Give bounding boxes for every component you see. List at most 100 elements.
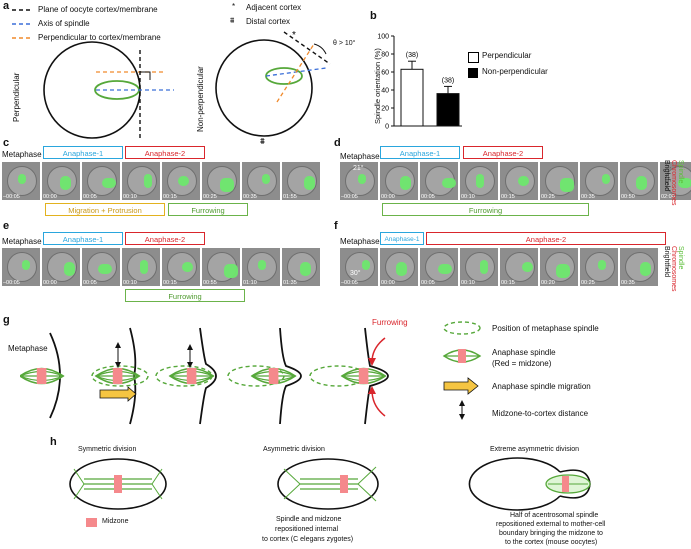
f-anaphase1: Anaphase-1 xyxy=(380,232,424,245)
e-metaphase: Metaphase xyxy=(2,237,42,246)
c-metaphase: Metaphase xyxy=(2,150,42,159)
h-midzone-label: Midzone xyxy=(102,518,129,525)
timelapse-frame: 00:35 xyxy=(242,162,280,200)
timelapse-frame: 00:15 xyxy=(500,162,538,200)
timelapse-frame: 00:35 xyxy=(580,162,618,200)
f-metaphase: Metaphase xyxy=(340,237,380,246)
y-tick-label: 80 xyxy=(381,52,389,59)
f-anaphase2: Anaphase-2 xyxy=(426,232,666,245)
d-side-spindle: Spindle xyxy=(677,160,684,184)
timelapse-frame: 00:15 xyxy=(162,248,200,286)
timelapse-frame: –00:05 xyxy=(340,248,378,286)
timelapse-frame: 00:05 xyxy=(82,248,120,286)
d-anaphase1: Anaphase-1 xyxy=(380,146,460,159)
panel-d-label: d xyxy=(334,137,341,149)
timestamp: 00:15 xyxy=(501,280,515,286)
timestamp: 02:00 xyxy=(661,194,675,200)
d-angle: 21° xyxy=(353,165,364,172)
y-tick-label: 100 xyxy=(377,34,389,41)
timestamp: 00:05 xyxy=(83,194,97,200)
perpendicular-diagram xyxy=(43,41,174,139)
panel-e-label: e xyxy=(3,220,10,232)
timestamp: 00:00 xyxy=(381,280,395,286)
c-furrowing: Furrowing xyxy=(168,203,248,216)
n-label-1: (38) xyxy=(442,77,454,84)
timelapse-frame: 00:05 xyxy=(420,162,458,200)
timestamp: 00:50 xyxy=(621,194,635,200)
timestamp: 00:35 xyxy=(243,194,257,200)
g-legend-distance: Midzone-to-cortex distance xyxy=(492,409,589,418)
timelapse-frame: 01:55 xyxy=(282,162,320,200)
timestamp: 00:15 xyxy=(163,280,177,286)
timestamp: 00:10 xyxy=(461,194,475,200)
nonperpendicular-diagram: * ⩩ xyxy=(215,30,331,145)
g-legend-migration: Anaphase spindle migration xyxy=(492,382,591,391)
timelapse-frame: 00:05 xyxy=(420,248,458,286)
timelapse-frame: 00:25 xyxy=(580,248,618,286)
timelapse-frame: 00:05 xyxy=(82,162,120,200)
timestamp: 00:35 xyxy=(621,280,635,286)
n-label-0: (38) xyxy=(406,52,418,59)
timelapse-frame: –00:05 xyxy=(2,162,40,200)
c-anaphase1: Anaphase-1 xyxy=(43,146,123,159)
d-metaphase: Metaphase xyxy=(340,152,380,161)
timelapse-frame: 00:00 xyxy=(42,162,80,200)
timelapse-frame: 00:20 xyxy=(540,248,578,286)
panel-a-label: a xyxy=(3,0,10,12)
h-title-symmetric: Symmetric division xyxy=(78,446,137,453)
spindle-migration-diagram xyxy=(20,327,389,425)
timelapse-frame: 00:25 xyxy=(540,162,578,200)
timestamp: 00:10 xyxy=(123,280,137,286)
g-furrowing: Furrowing xyxy=(372,318,408,327)
timelapse-frame: –00:05 xyxy=(340,162,378,200)
svg-text:⩩: ⩩ xyxy=(260,136,265,145)
timestamp: –00:05 xyxy=(3,194,20,200)
e-anaphase2: Anaphase-2 xyxy=(125,232,205,245)
bar-0 xyxy=(400,68,424,127)
y-tick-label: 20 xyxy=(381,106,389,113)
legend-perp-swatch xyxy=(468,52,479,63)
d-side-bf: Brightfield xyxy=(663,160,670,192)
g-legend-symbols xyxy=(442,321,482,420)
h-caption-asym-3: to cortex (C elegans zygotes) xyxy=(262,536,354,543)
timelapse-frame: 00:10 xyxy=(460,248,498,286)
legend-cortex-plane: Plane of oocyte cortex/membrane xyxy=(38,5,158,14)
timelapse-frame: 00:00 xyxy=(380,162,418,200)
h-caption-asym-2: repositioned internal xyxy=(275,526,339,533)
g-legend-anaphase-spindle: Anaphase spindle (Red = midzone) xyxy=(492,348,556,368)
timestamp: –00:05 xyxy=(341,280,358,286)
f-side-spindle: Spindle xyxy=(677,246,684,270)
y-tick-label: 0 xyxy=(385,124,389,131)
h-midzone-swatch xyxy=(86,518,97,527)
h-caption-asym-1: Spindle and midzone xyxy=(276,516,342,523)
c-anaphase2: Anaphase-2 xyxy=(125,146,205,159)
timelapse-frame: 00:15 xyxy=(500,248,538,286)
panel-h-label: h xyxy=(50,436,57,448)
timestamp: –00:05 xyxy=(341,194,358,200)
timestamp: 00:05 xyxy=(421,194,435,200)
timestamp: 00:10 xyxy=(123,194,137,200)
panel-a-legend xyxy=(12,9,32,39)
timestamp: 00:25 xyxy=(203,194,217,200)
timestamp: 00:20 xyxy=(541,280,555,286)
timestamp: 00:05 xyxy=(83,280,97,286)
d-anaphase2: Anaphase-2 xyxy=(463,146,543,159)
timestamp: 00:35 xyxy=(581,194,595,200)
panel-f-label: f xyxy=(334,220,338,232)
timestamp: 00:00 xyxy=(43,194,57,200)
bar-1 xyxy=(436,93,460,127)
timelapse-frame: 00:50 xyxy=(620,162,658,200)
timelapse-frame: 02:00 xyxy=(660,162,691,200)
timelapse-frame: 00:25 xyxy=(202,162,240,200)
timestamp: 00:00 xyxy=(43,280,57,286)
h-caption-extreme-1: Half of acentrosomal spindle xyxy=(510,512,599,519)
legend-perpendicular: Perpendicular to cortex/membrane xyxy=(38,33,161,42)
panel-b-label: b xyxy=(370,10,377,22)
timestamp: 00:05 xyxy=(421,280,435,286)
timestamp: –00:05 xyxy=(3,280,20,286)
panel-g-label: g xyxy=(3,314,10,326)
